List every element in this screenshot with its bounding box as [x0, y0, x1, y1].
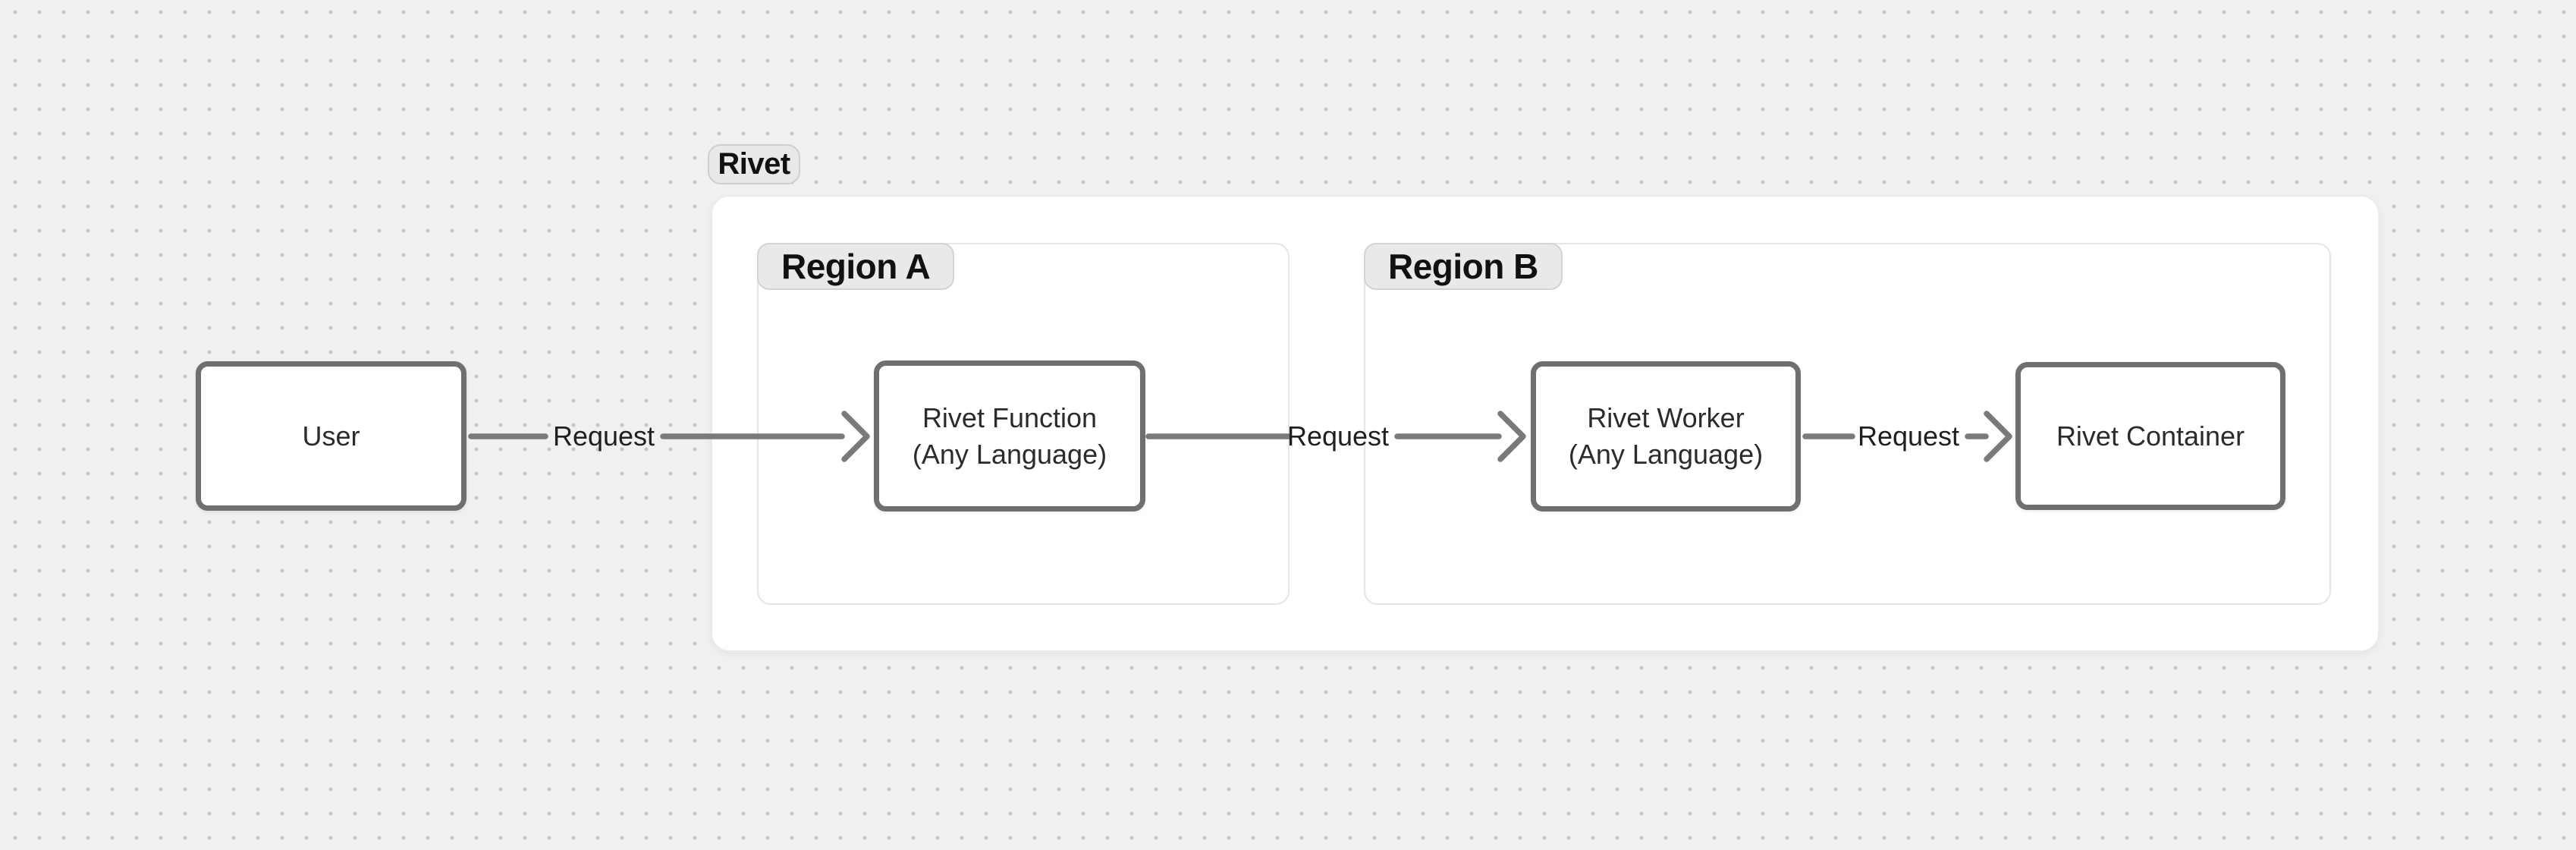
region-a-label: Region A [781, 247, 931, 286]
node-rivet-function-sublabel: (Any Language) [912, 438, 1107, 470]
cluster-badge-rivet: Rivet [708, 144, 800, 184]
cluster-label: Rivet [718, 147, 790, 181]
node-user: User [196, 361, 467, 511]
node-rivet-function-label: Rivet Function [922, 401, 1098, 433]
node-rivet-worker-label: Rivet Worker [1587, 402, 1745, 433]
region-b-badge: Region B [1364, 243, 1563, 290]
region-a-badge: Region A [757, 243, 955, 290]
edge-label-request-1: Request [552, 420, 655, 452]
node-rivet-worker: Rivet Worker (Any Language) [1531, 361, 1801, 512]
node-rivet-worker-sublabel: (Any Language) [1568, 439, 1764, 470]
edge-label-request-3: Request [1857, 420, 1960, 452]
edge-label-request-2: Request [1286, 420, 1390, 452]
node-rivet-container-label: Rivet Container [2056, 420, 2245, 452]
region-b-label: Region B [1388, 247, 1538, 286]
node-rivet-container: Rivet Container [2015, 362, 2285, 510]
node-user-label: User [302, 420, 360, 452]
node-rivet-function: Rivet Function (Any Language) [874, 360, 1145, 512]
